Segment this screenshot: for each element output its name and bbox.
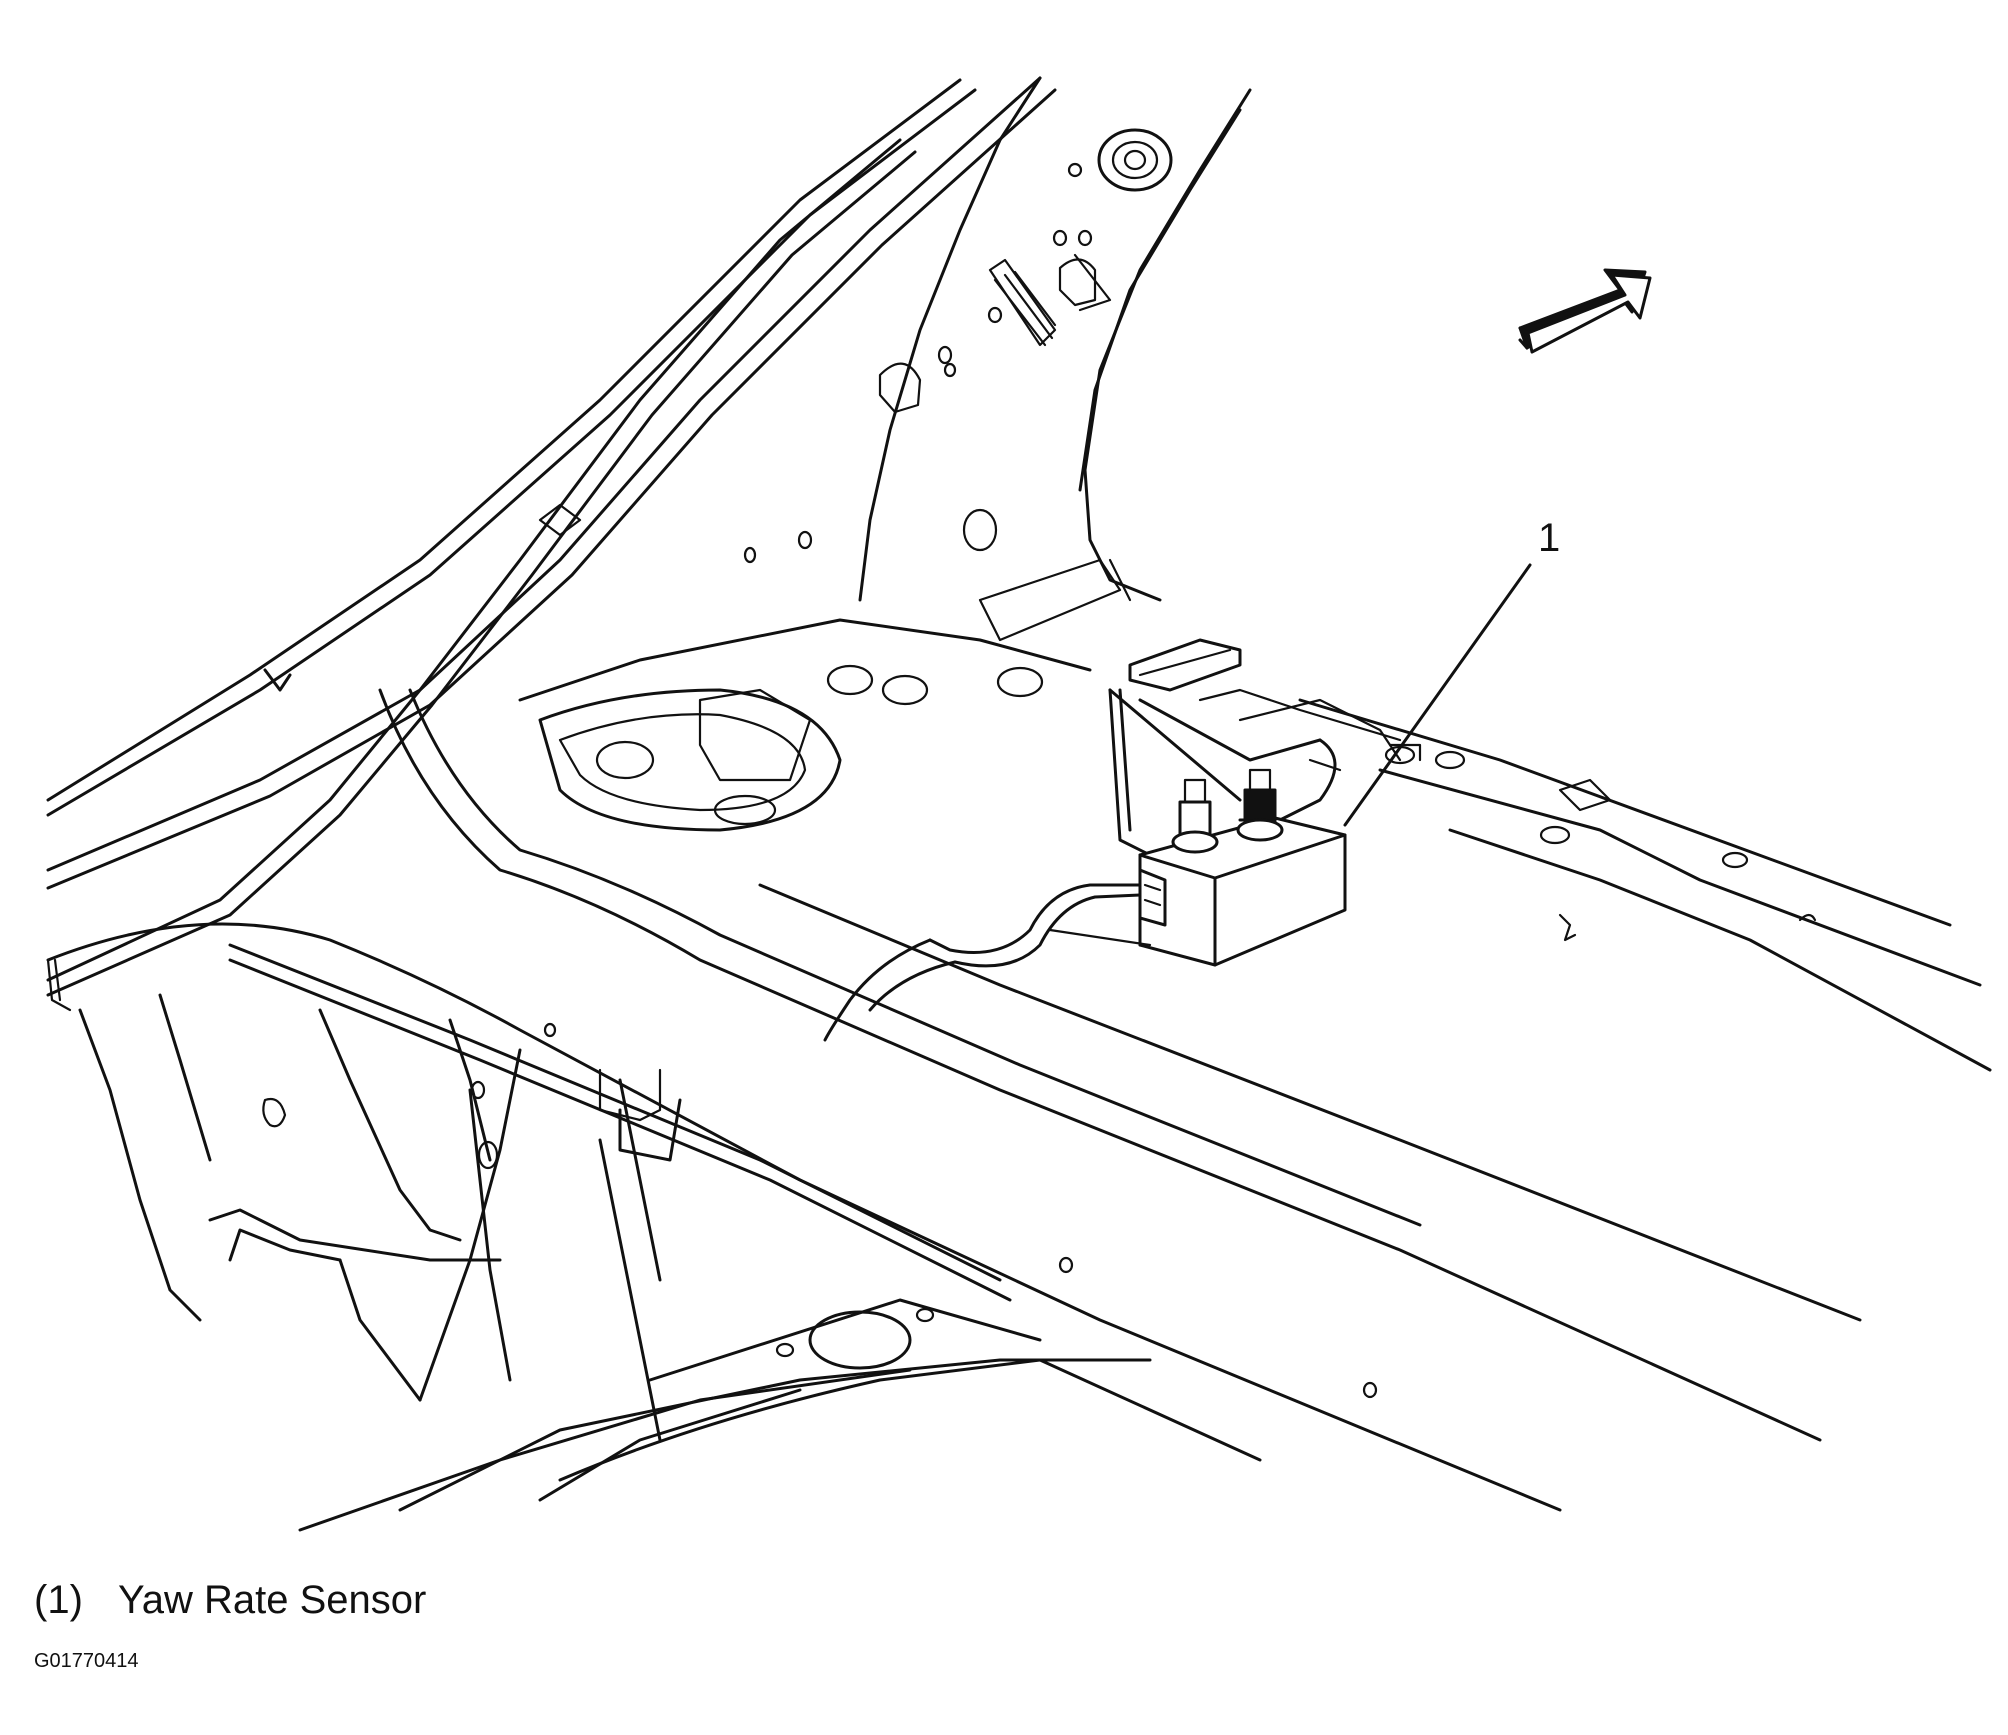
- inner-pillar-panel: [743, 76, 1252, 602]
- figure-id: G01770414: [34, 1650, 139, 1672]
- callout-leader-line: [1343, 563, 1532, 827]
- yaw-rate-sensor: [1138, 768, 1347, 967]
- pillar-rails: [46, 76, 1057, 997]
- floor-rails: [46, 688, 1992, 1512]
- callout-number-1: 1: [1538, 516, 1561, 560]
- lower-quarter-panel: [46, 958, 1262, 1532]
- sensor-wiring-harness: [823, 883, 1152, 1042]
- sensor-bracket: [1108, 688, 1402, 857]
- legend-item-number: (1): [34, 1578, 83, 1622]
- legend-item-label: Yaw Rate Sensor: [118, 1578, 427, 1622]
- legend-item: (1) Yaw Rate Sensor: [34, 1578, 426, 1623]
- forward-arrow-icon: [1518, 268, 1652, 354]
- floor-panel: [518, 558, 1817, 942]
